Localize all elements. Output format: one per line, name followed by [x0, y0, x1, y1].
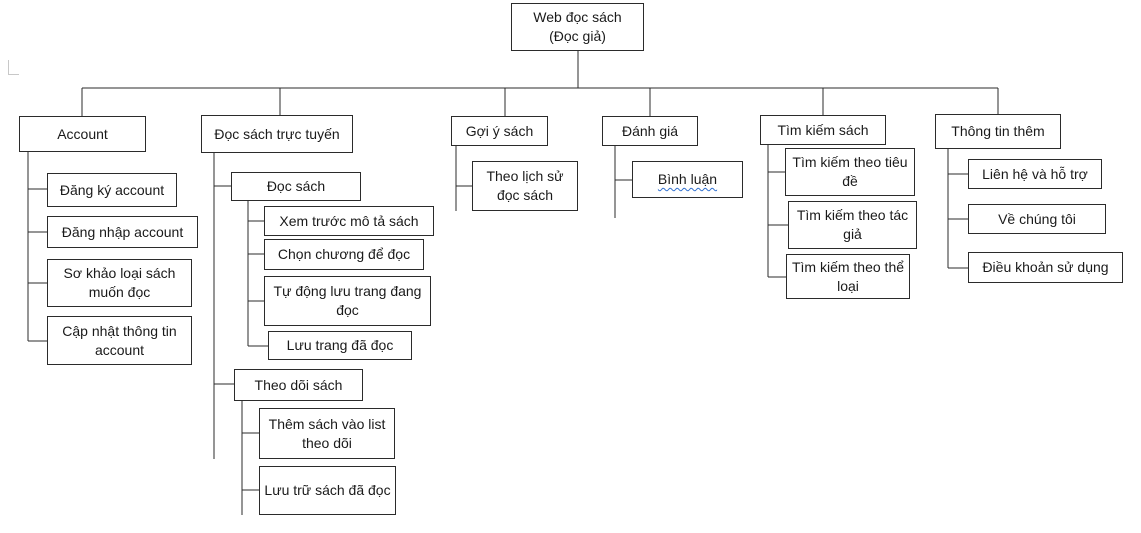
node-danh-gia: Đánh giá: [602, 116, 698, 146]
node-dang-nhap-account: Đăng nhập account: [47, 216, 198, 248]
node-so-khao-loai-sach: Sơ khảo loại sách muốn đọc: [47, 259, 192, 307]
node-cap-nhat-thong-tin: Cập nhật thông tin account: [47, 316, 192, 365]
node-goi-y-sach: Gợi ý sách: [451, 116, 548, 146]
node-luu-tru-sach-da-doc: Lưu trữ sách đã đọc: [259, 466, 396, 515]
node-ve-chung-toi: Về chúng tôi: [968, 204, 1106, 234]
node-them-sach-vao-list: Thêm sách vào list theo dõi: [259, 408, 395, 459]
node-chon-chuong: Chọn chương để đọc: [264, 239, 424, 270]
node-doc-sach-truc-tuyen: Đọc sách trực tuyến: [201, 115, 353, 153]
node-theo-lich-su: Theo lịch sử đọc sách: [472, 161, 578, 211]
node-dang-ky-account: Đăng ký account: [47, 173, 177, 207]
node-lien-he-ho-tro: Liên hệ và hỗ trợ: [968, 159, 1102, 189]
node-tu-dong-luu-trang: Tự động lưu trang đang đọc: [264, 276, 431, 326]
node-binh-luan-label: Bình luận: [657, 171, 718, 187]
page-margin-mark: [8, 60, 19, 75]
node-goi-y-sach-label: Gợi ý sách: [465, 122, 534, 139]
node-thong-tin-them: Thông tin thêm: [935, 114, 1061, 149]
node-tim-theo-the-loai: Tìm kiếm theo thể loại: [786, 254, 910, 299]
node-xem-truoc-mo-ta: Xem trước mô tả sách: [264, 206, 434, 236]
node-tim-theo-tac-gia: Tìm kiếm theo tác giả: [788, 201, 917, 249]
node-binh-luan: Bình luận: [632, 161, 743, 198]
node-luu-trang-da-doc: Lưu trang đã đọc: [268, 331, 412, 360]
node-tim-theo-tieu-de: Tìm kiếm theo tiêu đề: [785, 148, 915, 196]
node-theo-doi-sach: Theo dõi sách: [234, 369, 363, 401]
node-tim-kiem-sach: Tìm kiếm sách: [760, 115, 886, 145]
node-doc-sach: Đọc sách: [231, 172, 361, 201]
root-node: Web đọc sách (Đọc giả): [511, 3, 644, 51]
node-dieu-khoan: Điều khoản sử dụng: [968, 252, 1123, 283]
node-account: Account: [19, 116, 146, 152]
